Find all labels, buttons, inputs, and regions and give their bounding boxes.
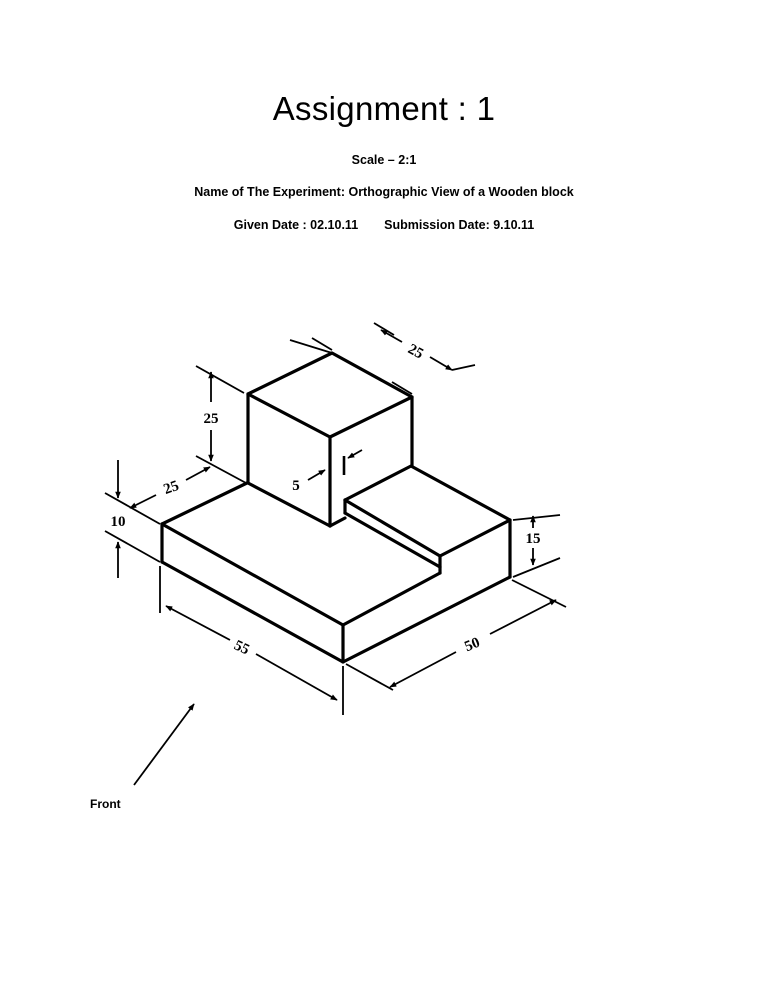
base-bottom-edge bbox=[160, 560, 512, 664]
scale-label: Scale – 2:1 bbox=[351, 153, 417, 167]
cube-top-face bbox=[246, 351, 414, 439]
dim-step-offset: 5 bbox=[292, 478, 300, 494]
dim-base-width: 50 bbox=[462, 635, 482, 655]
dim-base-length: 55 bbox=[231, 637, 251, 658]
front-label: Front bbox=[90, 797, 121, 811]
dim-cube-depth: 25 bbox=[405, 341, 426, 362]
dim-line-base-width bbox=[389, 651, 457, 688]
step-top-front-edge bbox=[343, 498, 442, 558]
dim-line-base-length bbox=[165, 605, 231, 641]
base-top-front-edge bbox=[160, 522, 442, 627]
base-top-left-edge bbox=[160, 481, 249, 526]
cube-bottom-left-edge bbox=[246, 481, 332, 528]
front-arrow bbox=[133, 703, 195, 786]
block-outline bbox=[160, 351, 512, 664]
experiment-name: Name of The Experiment: Orthographic Vie… bbox=[194, 185, 574, 199]
dates-row: Given Date : 02.10.11 Submission Date: 9.… bbox=[0, 218, 768, 232]
step-front-left-edge bbox=[343, 511, 442, 569]
page-title: Assignment : 1 bbox=[272, 90, 496, 127]
dim-step-height: 15 bbox=[526, 531, 541, 547]
dim-line-step-offset bbox=[307, 469, 326, 481]
given-date: Given Date : 02.10.11 bbox=[233, 218, 359, 232]
extension-lines bbox=[104, 337, 567, 715]
step-top-outline bbox=[343, 464, 512, 558]
dim-cube-width: 25 bbox=[162, 478, 182, 498]
dim-line-cube-depth bbox=[380, 329, 403, 343]
dimension-lines bbox=[115, 322, 557, 786]
dim-cube-height: 25 bbox=[204, 411, 219, 427]
cube-bottom-right-edge bbox=[328, 516, 347, 528]
submission-date: Submission Date: 9.10.11 bbox=[384, 218, 535, 232]
dim-line-cube-width bbox=[129, 494, 157, 509]
dim-base-height: 10 bbox=[111, 514, 126, 530]
